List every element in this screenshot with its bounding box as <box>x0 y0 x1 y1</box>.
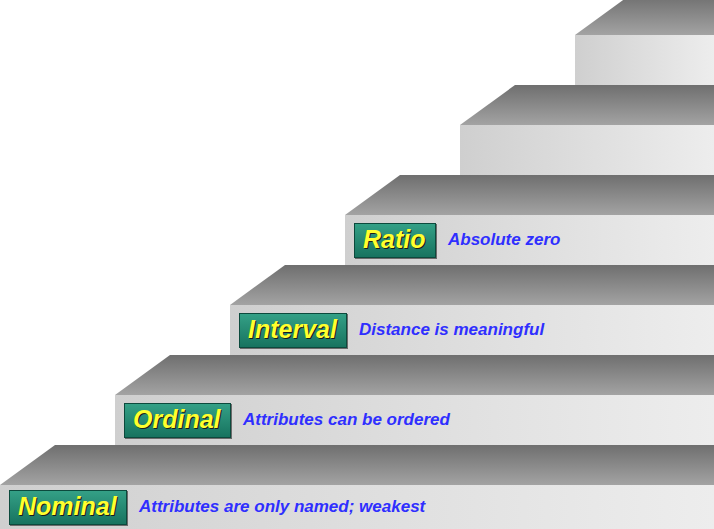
stair-tread <box>230 265 714 305</box>
level-name: Nominal <box>18 493 117 521</box>
level-description: Attributes can be ordered <box>243 410 450 430</box>
stair-riser <box>115 395 714 445</box>
level-name: Ratio <box>363 226 426 254</box>
stair-riser <box>460 125 714 175</box>
level-box: Ordinal <box>124 403 231 438</box>
stair-tread <box>345 175 714 215</box>
stair-tread <box>575 0 714 35</box>
stair-riser <box>230 305 714 355</box>
level-name: Interval <box>248 316 337 344</box>
level-description: Attributes are only named; weakest <box>139 497 425 517</box>
level-box: Interval <box>239 313 347 348</box>
level-box: Nominal <box>9 490 127 525</box>
stair-riser <box>575 35 714 85</box>
stair-tread <box>0 445 714 485</box>
level-box: Ratio <box>354 223 436 258</box>
stair-tread <box>115 355 714 395</box>
level-description: Absolute zero <box>448 230 560 250</box>
stair-tread <box>460 85 714 125</box>
stair-riser <box>345 215 714 265</box>
level-description: Distance is meaningful <box>359 320 544 340</box>
stair-riser <box>0 485 714 529</box>
level-name: Ordinal <box>133 406 221 434</box>
